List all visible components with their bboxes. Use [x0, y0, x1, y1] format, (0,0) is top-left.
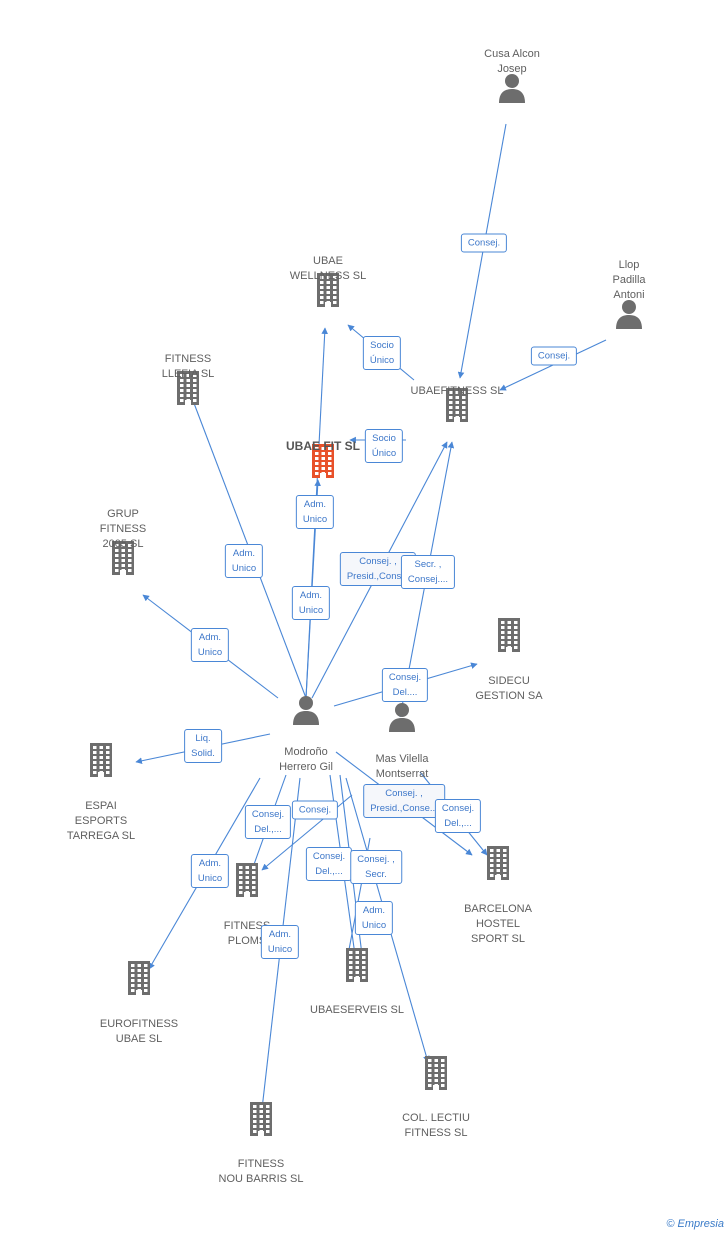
person-icon — [614, 299, 644, 334]
copyright-symbol: © — [666, 1218, 675, 1230]
edge-label[interactable]: Adm. Unico — [291, 586, 331, 620]
edge-label[interactable]: Consej. Del.,... — [244, 805, 292, 839]
edge-label[interactable]: Consej. , Presid.,Conse... — [363, 784, 445, 818]
building-icon — [342, 948, 372, 987]
node-label: SIDECU GESTION SA — [475, 675, 543, 702]
edge-label[interactable]: Socio Único — [362, 336, 402, 370]
edge-label[interactable]: Adm. Unico — [190, 628, 230, 662]
edge-label[interactable]: Adm. Unico — [190, 854, 230, 888]
node-label: GRUP FITNESS 2005 SL — [99, 508, 147, 550]
edge-label[interactable]: Adm. Unico — [260, 925, 300, 959]
node-label: UBAE WELLNESS SL — [289, 255, 367, 282]
node-label: Modroño Herrero Gil — [279, 746, 333, 773]
building-icon — [442, 388, 472, 427]
edge-label[interactable]: Consej. Del.,... — [434, 799, 482, 833]
building-icon — [124, 961, 154, 1000]
node-label: Mas Vilella Montserrat — [375, 753, 429, 780]
brand-name: Empresia — [677, 1218, 724, 1230]
empresia-logo[interactable]: © Empresia — [666, 1218, 724, 1230]
node-label: BARCELONA HOSTEL SPORT SL — [464, 903, 532, 945]
edge-label[interactable]: Consej. — [530, 346, 578, 366]
edge-label[interactable]: Socio Único — [364, 429, 404, 463]
building-icon — [308, 444, 338, 483]
building-icon — [86, 743, 116, 782]
node-label: Cusa Alcon Josep — [484, 48, 540, 75]
node-label: UBAESERVEIS SL — [310, 1004, 404, 1016]
building-icon — [232, 863, 262, 902]
node-label: FITNESS PLOMS — [223, 920, 271, 947]
person-icon — [291, 695, 321, 730]
edge-label[interactable]: Consej. — [460, 233, 508, 253]
edge-label[interactable]: Adm. Unico — [295, 495, 335, 529]
building-icon — [483, 846, 513, 885]
node-label: UBAE FIT SL — [286, 439, 360, 453]
person-icon — [387, 702, 417, 737]
edge-label[interactable]: Adm. Unico — [224, 544, 264, 578]
edge-label[interactable]: Consej. — [291, 800, 339, 820]
building-icon — [246, 1102, 276, 1141]
node-label: ESPAI ESPORTS TARREGA SL — [66, 800, 136, 842]
edge-label[interactable]: Consej. Del.,... — [305, 847, 353, 881]
edge-label[interactable]: Liq. Solid. — [184, 729, 222, 763]
edge-label[interactable]: Secr. , Consej.... — [400, 555, 456, 589]
node-label: EUROFITNESS UBAE SL — [99, 1018, 179, 1045]
node-label: FITNESS NOU BARRIS SL — [218, 1158, 304, 1185]
node-label: COL. LECTIU FITNESS SL — [402, 1112, 470, 1139]
building-icon — [173, 371, 203, 410]
edge-label[interactable]: Adm. Unico — [354, 901, 394, 935]
node-label: Llop Padilla Antoni — [612, 259, 646, 301]
building-icon — [494, 618, 524, 657]
building-icon — [421, 1056, 451, 1095]
edge-label[interactable]: Consej. , Secr. — [350, 850, 402, 884]
node-label: UBAEFITNESS SL — [410, 385, 504, 397]
node-label: FITNESS LLEFIA SL — [161, 353, 215, 380]
edge-label[interactable]: Consej. Del.... — [381, 668, 429, 702]
person-icon — [497, 73, 527, 108]
building-icon — [313, 273, 343, 312]
building-icon — [108, 541, 138, 580]
